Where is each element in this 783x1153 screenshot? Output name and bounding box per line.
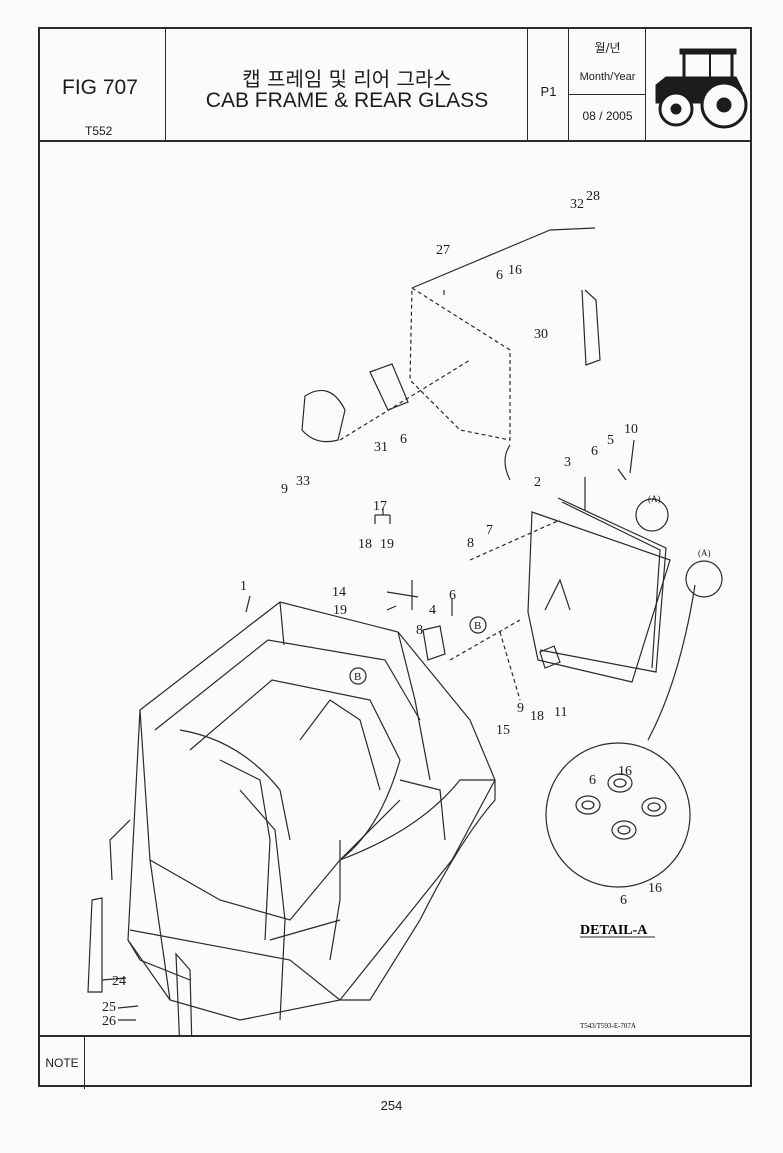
note-row: NOTE (40, 1035, 750, 1089)
svg-text:(A): (A) (698, 548, 711, 558)
svg-text:6: 6 (496, 268, 503, 283)
title-cell: 캡 프레임 및 리어 그라스 CAB FRAME & REAR GLASS (166, 29, 528, 140)
note-label: NOTE (40, 1037, 85, 1089)
callout-labels: 1 2 3 4 5 6 6 6 6 7 8 8 9 9 10 11 14 15 … (102, 189, 711, 1029)
title-block: FIG 707 T552 캡 프레임 및 리어 그라스 CAB FRAME & … (40, 29, 750, 142)
detail-label: DETAIL-A (580, 923, 648, 938)
reference-code: T543/T593-E-707A (580, 1022, 636, 1030)
month-year-korean: 월/년 (594, 41, 621, 55)
date-divider (569, 94, 646, 95)
svg-text:15: 15 (496, 723, 510, 738)
parts-sheet: FIG 707 T552 캡 프레임 및 리어 그라스 CAB FRAME & … (38, 27, 752, 1089)
wiper-assembly-part (301, 227, 601, 443)
tractor-icon (655, 48, 748, 129)
page-cell: P1 (528, 29, 569, 140)
svg-text:9: 9 (517, 701, 524, 716)
svg-text:6: 6 (400, 432, 407, 447)
svg-text:28: 28 (586, 189, 600, 204)
svg-text:30: 30 (534, 327, 548, 342)
page-label: P1 (540, 84, 557, 99)
svg-text:B: B (354, 671, 361, 683)
svg-text:5: 5 (607, 433, 614, 448)
svg-text:14: 14 (332, 585, 346, 600)
date-cell: 월/년 Month/Year 08 / 2005 (569, 29, 646, 140)
svg-text:18: 18 (530, 709, 544, 724)
svg-text:16: 16 (508, 263, 522, 278)
svg-text:6: 6 (589, 773, 596, 788)
month-year-english: Month/Year (579, 71, 636, 83)
exploded-view-drawing: 1 2 3 4 5 6 6 6 6 7 8 8 9 9 10 11 14 15 … (87, 189, 723, 1035)
svg-text:2: 2 (534, 475, 541, 490)
rear-glass-part (527, 497, 671, 683)
svg-text:6: 6 (620, 893, 627, 908)
svg-text:6: 6 (449, 588, 456, 603)
svg-text:8: 8 (467, 536, 474, 551)
svg-text:32: 32 (570, 197, 584, 212)
svg-text:8: 8 (416, 623, 423, 638)
svg-text:16: 16 (648, 881, 662, 896)
cab-frame-part (109, 601, 496, 1021)
svg-text:18: 18 (358, 537, 372, 552)
svg-text:B: B (474, 620, 481, 632)
svg-text:10: 10 (624, 422, 638, 437)
fig-number: FIG 707 (62, 76, 138, 99)
svg-text:26: 26 (102, 1014, 116, 1029)
svg-text:7: 7 (486, 523, 493, 538)
hinge-bracket-part (422, 625, 446, 661)
title-korean: 캡 프레임 및 리어 그라스 (242, 67, 452, 91)
svg-text:31: 31 (374, 440, 388, 455)
svg-text:3: 3 (564, 455, 571, 470)
svg-text:11: 11 (554, 705, 567, 720)
page-number: 254 (380, 1098, 403, 1113)
svg-text:4: 4 (429, 603, 436, 618)
side-trim-parts (87, 897, 193, 1035)
svg-text:16: 16 (618, 764, 632, 779)
svg-text:19: 19 (333, 603, 347, 618)
model-code: T552 (85, 124, 113, 138)
fig-cell: FIG 707 T552 (40, 29, 166, 140)
issue-date: 08 / 2005 (582, 109, 633, 123)
svg-text:(A): (A) (648, 494, 661, 504)
svg-text:17: 17 (373, 499, 387, 514)
svg-text:1: 1 (240, 579, 247, 594)
svg-text:33: 33 (296, 474, 310, 489)
svg-text:24: 24 (112, 974, 126, 989)
lock-bracket-part (539, 645, 561, 669)
svg-text:6: 6 (591, 444, 598, 459)
title-english: CAB FRAME & REAR GLASS (205, 89, 489, 112)
svg-text:25: 25 (102, 1000, 116, 1015)
svg-text:19: 19 (380, 537, 394, 552)
detail-a-circle (545, 742, 691, 888)
svg-text:27: 27 (436, 243, 450, 258)
svg-text:9: 9 (281, 482, 288, 497)
